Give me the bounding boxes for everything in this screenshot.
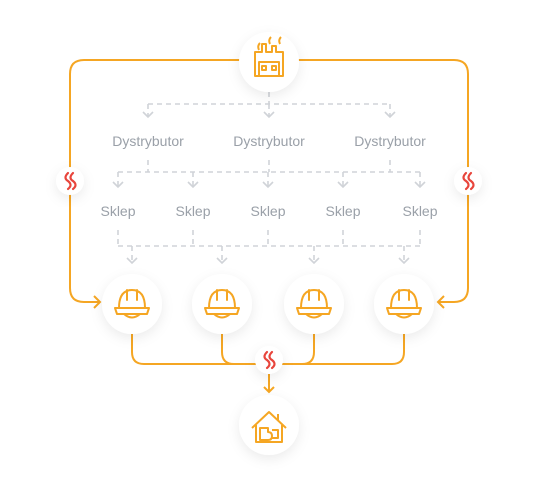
flame-badge [454, 167, 482, 195]
producer-node [239, 32, 299, 92]
flame-icon [64, 171, 77, 191]
hard-hat-icon [114, 289, 150, 319]
flame-icon [263, 350, 276, 370]
installer-node [192, 274, 252, 334]
hard-hat-icon [204, 289, 240, 319]
flame-badge [255, 346, 283, 374]
direct-route-right [298, 59, 469, 303]
distributor-label: Dystrybutor [354, 133, 426, 149]
flow-distributors-to-shops [117, 160, 421, 186]
shop-label: Sklep [402, 203, 438, 219]
destination-node [239, 395, 299, 455]
installer-node [102, 274, 162, 334]
flow-shops-to-installers [117, 230, 421, 262]
installer-node [284, 274, 344, 334]
direct-route-arrowheads [93, 295, 445, 309]
distributor-label: Dystrybutor [112, 133, 184, 149]
shop-label: Sklep [325, 203, 361, 219]
flame-badges [56, 167, 482, 374]
flame-badge [56, 167, 84, 195]
flow-arrowheads [112, 111, 426, 265]
channel-flow-lines [112, 92, 426, 265]
direct-route-lines [69, 59, 469, 394]
hard-hat-icon [296, 289, 332, 319]
shop-label: Sklep [175, 203, 211, 219]
house-puzzle-icon [251, 411, 287, 443]
installers [102, 274, 434, 334]
distributor-label: Dystrybutor [233, 133, 305, 149]
direct-route-left [69, 59, 240, 303]
shop-label: Sklep [100, 203, 136, 219]
flow-factory-to-distributors [147, 92, 391, 116]
hard-hat-icon [386, 289, 422, 319]
factory-icon [254, 36, 284, 77]
installer-node [374, 274, 434, 334]
flame-icon [462, 171, 475, 191]
home-arrow [263, 374, 275, 394]
shop-label: Sklep [250, 203, 286, 219]
installers-to-home-lines [131, 332, 405, 365]
